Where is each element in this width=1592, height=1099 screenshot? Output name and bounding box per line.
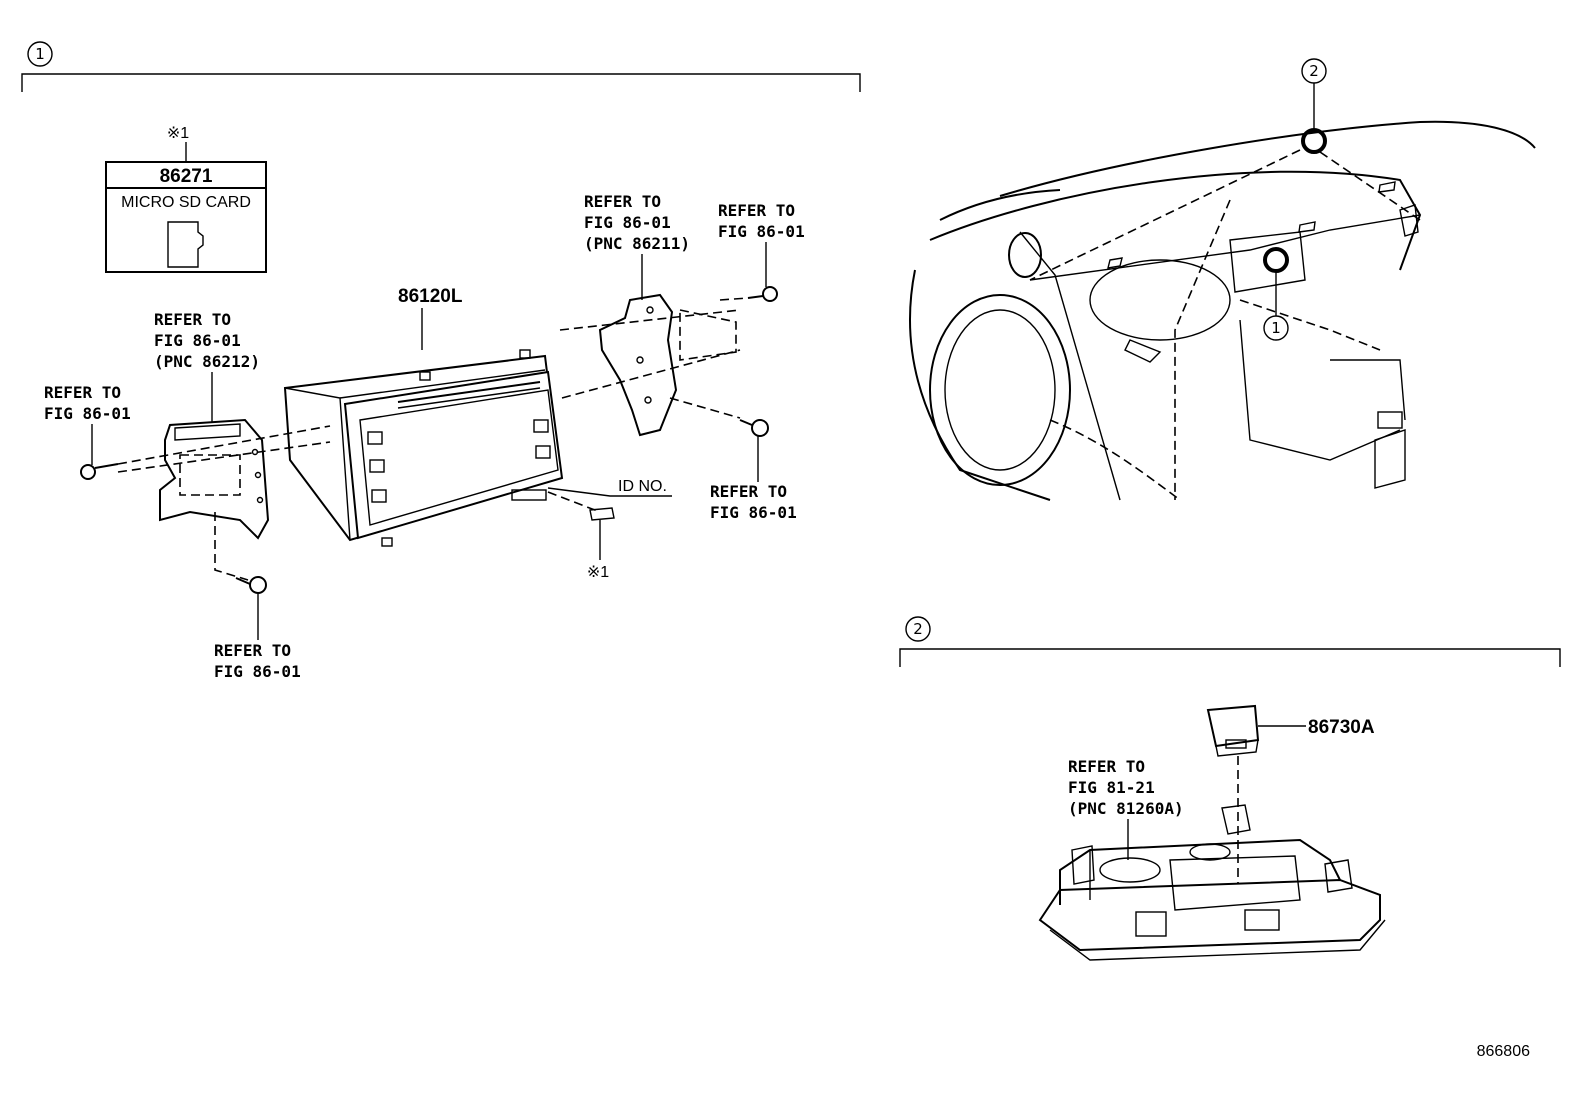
right-bolt-ref-line-2: FIG 86-01: [710, 503, 797, 522]
right-bracket-ref-line-3: (PNC 86211): [584, 234, 690, 253]
dashboard-marker-1: 1: [1271, 319, 1281, 337]
right-bracket-ref-line-2: FIG 86-01: [584, 213, 671, 232]
sd-card-box: ※1 86271 MICRO SD CARD: [105, 125, 267, 273]
top-right-bolt-ref: REFER TO FIG 86-01: [718, 201, 805, 287]
left-bolt: [80, 425, 331, 480]
console-ref-line-1: REFER TO: [1068, 757, 1145, 776]
sd-card-icon: [167, 221, 204, 268]
left-bracket-ref: REFER TO FIG 86-01 (PNC 86212): [154, 310, 260, 422]
dashboard-view: 2 1: [908, 58, 1536, 501]
left-bracket-ref-line-1: REFER TO: [154, 310, 231, 329]
id-no-note-mark: ※1: [587, 564, 609, 581]
sd-card-part-number: 86271: [160, 166, 213, 187]
navigation-unit: 86120L: [283, 286, 564, 547]
left-bolt-ref: REFER TO FIG 86-01: [44, 383, 131, 465]
right-bolt-ref: REFER TO FIG 86-01: [710, 436, 797, 522]
left-bolt-ref-line-2: FIG 86-01: [44, 404, 131, 423]
left-bracket: [159, 418, 270, 540]
console-ref-line-3: (PNC 81260A): [1068, 799, 1184, 818]
id-no-label: ID NO.: [618, 478, 667, 495]
id-no-callout: ID NO. ※1: [547, 478, 672, 581]
section-1-header: 1: [21, 41, 861, 92]
left-bolt-ref-line-1: REFER TO: [44, 383, 121, 402]
right-bracket: [559, 293, 741, 437]
diagram-id: 866806: [1477, 1043, 1530, 1060]
section-2-marker: 2: [913, 620, 923, 638]
section-1-marker: 1: [35, 45, 45, 63]
bottom-bolt-ref-line-1: REFER TO: [214, 641, 291, 660]
top-right-bolt-ref-line-2: FIG 86-01: [718, 222, 805, 241]
right-bolt-ref-line-1: REFER TO: [710, 482, 787, 501]
sd-card-note-mark: ※1: [167, 125, 189, 142]
top-right-bolt-ref-line-1: REFER TO: [718, 201, 795, 220]
top-right-bolt: [719, 286, 778, 302]
main-unit-part-number: 86120L: [398, 286, 463, 307]
left-bracket-ref-line-2: FIG 86-01: [154, 331, 241, 350]
bottom-bolt-ref: REFER TO FIG 86-01: [214, 593, 301, 681]
bottom-bolt-ref-line-2: FIG 86-01: [214, 662, 301, 681]
overhead-console: 86730A: [1038, 704, 1386, 961]
switch-part-number: 86730A: [1308, 717, 1375, 738]
left-bracket-ref-line-3: (PNC 86212): [154, 352, 260, 371]
section-2-header: 2: [899, 616, 1561, 667]
right-bracket-ref-line-1: REFER TO: [584, 192, 661, 211]
dashboard-marker-2: 2: [1309, 62, 1319, 80]
right-bolt: [669, 397, 769, 437]
console-ref-line-2: FIG 81-21: [1068, 778, 1155, 797]
console-ref: REFER TO FIG 81-21 (PNC 81260A): [1068, 757, 1184, 860]
sd-card-name: MICRO SD CARD: [121, 194, 251, 211]
right-bracket-ref: REFER TO FIG 86-01 (PNC 86211): [584, 192, 690, 300]
